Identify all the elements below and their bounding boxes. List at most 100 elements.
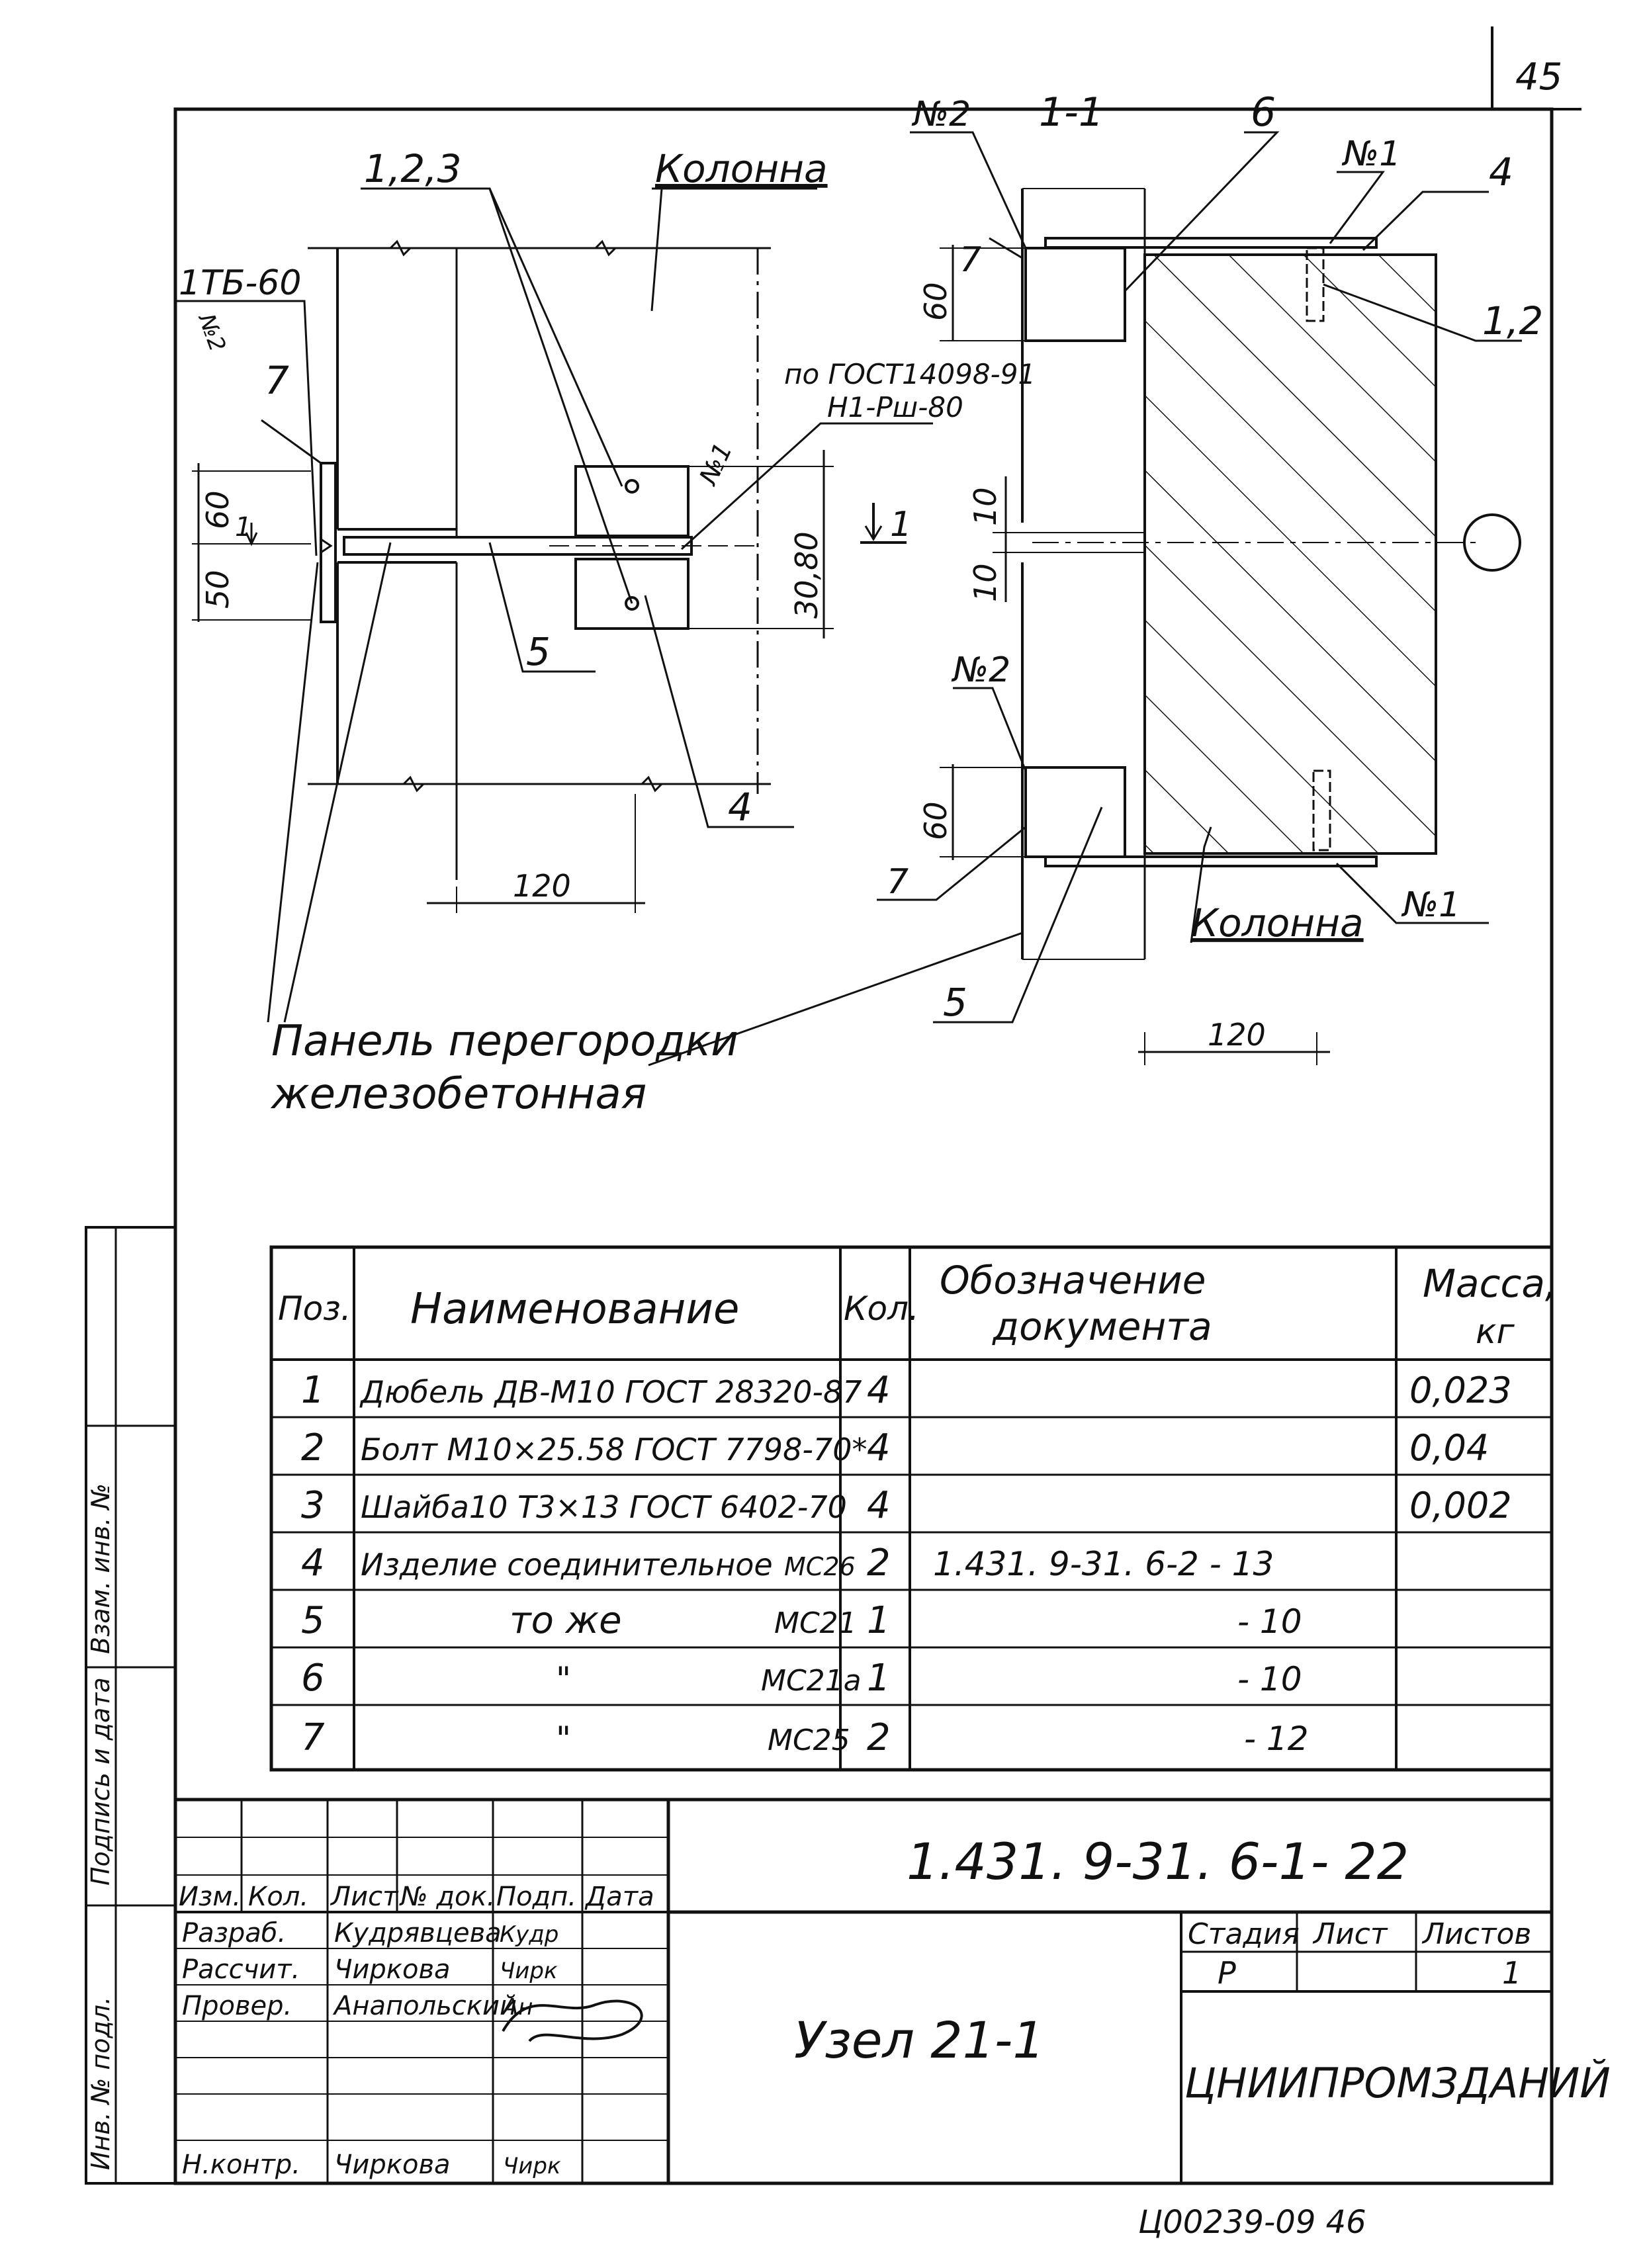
- sheets-value: 1: [1502, 1955, 1521, 1991]
- spec-row-1-qty: 4: [867, 1369, 891, 1412]
- panel-label: Панель перегородки железобетонная: [270, 1017, 738, 1119]
- section-label-weld-2-top: №2: [911, 95, 971, 134]
- title-header-doc-no: № док.: [399, 1882, 495, 1912]
- section-view: [648, 131, 1522, 1067]
- plan-label-weld-1: №1: [693, 438, 738, 490]
- spec-row-5-name: то же: [510, 1599, 622, 1642]
- section-label-item-6: 6: [1251, 89, 1276, 136]
- role-calculated: Рассчит.: [182, 1954, 300, 1985]
- spec-row-5-pos: 5: [301, 1599, 325, 1642]
- plan-label-items-123: 1,2,3: [364, 146, 462, 191]
- role-developer-sign: Кудр: [500, 1921, 558, 1948]
- role-checked: Провер.: [182, 1991, 292, 2021]
- plan-dim-60: 60: [200, 490, 236, 529]
- title-header-izm: Изм.: [179, 1882, 241, 1912]
- doc-code: 1.431. 9-31. 6-1- 22: [907, 1832, 1409, 1891]
- section-dim-60-top: 60: [918, 282, 954, 321]
- spec-row-4-name: Изделие соединительное: [361, 1547, 773, 1583]
- section-label-weld-1-top: №1: [1341, 134, 1401, 174]
- stage-header: Стадия: [1188, 1917, 1300, 1951]
- section-dim-10-top: 10: [967, 487, 1003, 526]
- role-calculated-name: Чиркова: [334, 1954, 451, 1985]
- stamp-label-inv-original: Инв. № подл.: [86, 1997, 115, 2170]
- spec-row-4-qty: 2: [867, 1542, 891, 1585]
- plan-label-weld-type: Н1-Рш-80: [827, 391, 963, 423]
- plan-label-tb: 1ТБ-60: [179, 263, 301, 303]
- spec-row-2-qty: 4: [867, 1426, 891, 1469]
- plan-view-labels: 1,2,3 Колонна 1ТБ-60 №2 7 №1 по ГОСТ1409…: [179, 146, 1036, 904]
- spec-row-6-tag: МС21а: [761, 1664, 862, 1698]
- spec-header-doc-line2: документа: [992, 1304, 1212, 1349]
- stage-value: Р: [1218, 1955, 1236, 1991]
- role-developer: Разраб.: [182, 1918, 286, 1948]
- spec-row-4-tag: МС26: [784, 1552, 856, 1581]
- sheet-frame: [173, 107, 1554, 2185]
- sheets-header: Листов: [1421, 1917, 1531, 1951]
- spec-row-3-name: Шайба10 Т3×13 ГОСТ 6402-70: [361, 1489, 847, 1525]
- spec-row-2-name: Болт М10×25.58 ГОСТ 7798-70*: [361, 1432, 867, 1467]
- section-title: 1-1: [1039, 89, 1104, 136]
- spec-row-5-qty: 1: [867, 1599, 891, 1642]
- plan-dim-30-80: 30,80: [789, 531, 824, 619]
- sheet-header: Лист: [1312, 1917, 1388, 1951]
- spec-row-7-doc: - 12: [1244, 1720, 1309, 1758]
- title-block-text: Изм. Кол. Лист № док. Подп. Дата Разраб.…: [179, 1832, 1611, 2180]
- spec-row-4-pos: 4: [301, 1542, 325, 1585]
- spec-row-2-pos: 2: [301, 1426, 325, 1469]
- plan-label-column: Колонна: [655, 146, 828, 191]
- role-norm-control-sign: Чирк: [503, 2153, 561, 2179]
- plan-label-weld-2: №2: [193, 310, 231, 355]
- spec-row-6-pos: 6: [301, 1657, 325, 1700]
- signature-scribble: [502, 1999, 643, 2042]
- side-stamp: Инв. № подл. Подпись и дата Взам. инв. №: [85, 1226, 177, 2185]
- role-checked-name: Анапольский: [332, 1991, 517, 2021]
- spec-row-2-mass: 0,04: [1409, 1427, 1489, 1469]
- spec-row-5-tag: МС21: [774, 1606, 857, 1640]
- spec-row-6-name: ": [556, 1660, 571, 1698]
- section-dim-60-bottom: 60: [918, 801, 954, 840]
- spec-row-4-doc: 1.431. 9-31. 6-2 - 13: [933, 1545, 1274, 1583]
- plan-cut-mark-right: 1: [890, 505, 912, 545]
- spec-header-doc-line1: Обозначение: [940, 1258, 1206, 1303]
- spec-row-3-mass: 0,002: [1409, 1485, 1512, 1526]
- spec-row-5-doc: - 10: [1237, 1602, 1302, 1641]
- section-label-weld-1-bottom: №1: [1401, 885, 1460, 925]
- section-dim-120: 120: [1208, 1017, 1266, 1053]
- plan-cut-mark-left: 1: [235, 512, 251, 543]
- spec-row-6-doc: - 10: [1237, 1660, 1302, 1698]
- plan-label-item-7: 7: [265, 358, 289, 403]
- archive-number: Ц00239-09 46: [1138, 2204, 1366, 2241]
- title-block: [175, 1798, 1552, 2183]
- spec-row-3-qty: 4: [867, 1484, 891, 1527]
- spec-row-7-tag: МС25: [768, 1723, 850, 1757]
- panel-label-line2: железобетонная: [270, 1070, 646, 1119]
- spec-row-1-pos: 1: [301, 1369, 325, 1412]
- spec-row-6-qty: 1: [867, 1657, 891, 1700]
- spec-table-header: Поз. Наименование Кол. Обозначение докум…: [278, 1258, 1557, 1352]
- section-label-item-7-top: 7: [959, 240, 981, 280]
- title-header-kol: Кол.: [248, 1882, 308, 1912]
- stamp-label-signature-date: Подпись и дата: [86, 1677, 115, 1886]
- section-label-items-12: 1,2: [1482, 298, 1543, 343]
- plan-label-item-5: 5: [526, 629, 551, 674]
- spec-row-1-name: Дюбель ДВ-М10 ГОСТ 28320-87: [359, 1374, 862, 1410]
- spec-header-qty: Кол.: [844, 1289, 919, 1328]
- section-view-labels: №2 1-1 6 №1 4 7 60 1,2 10 10 №2 60 7 Кол…: [887, 89, 1543, 1053]
- plan-label-item-4: 4: [728, 785, 752, 830]
- page-number: 45: [1515, 56, 1562, 99]
- section-label-item-7-bottom: 7: [887, 862, 909, 902]
- spec-header-pos: Поз.: [278, 1289, 351, 1328]
- section-label-item-4: 4: [1489, 150, 1513, 195]
- plan-view: [175, 187, 933, 1023]
- role-norm-control: Н.контр.: [182, 2150, 300, 2180]
- spec-row-7-pos: 7: [301, 1716, 325, 1759]
- plan-label-gost-weld: по ГОСТ14098-91: [784, 358, 1036, 390]
- page-number-box: 45: [1491, 26, 1581, 110]
- sheet-title: Узел 21-1: [794, 2011, 1045, 2070]
- organization: ЦНИИПРОМЗДАНИЙ: [1184, 2058, 1611, 2107]
- title-header-list: Лист: [330, 1882, 399, 1912]
- spec-row-3-pos: 3: [301, 1484, 325, 1527]
- spec-row-1-mass: 0,023: [1409, 1370, 1512, 1411]
- section-label-column: Колонна: [1191, 900, 1364, 945]
